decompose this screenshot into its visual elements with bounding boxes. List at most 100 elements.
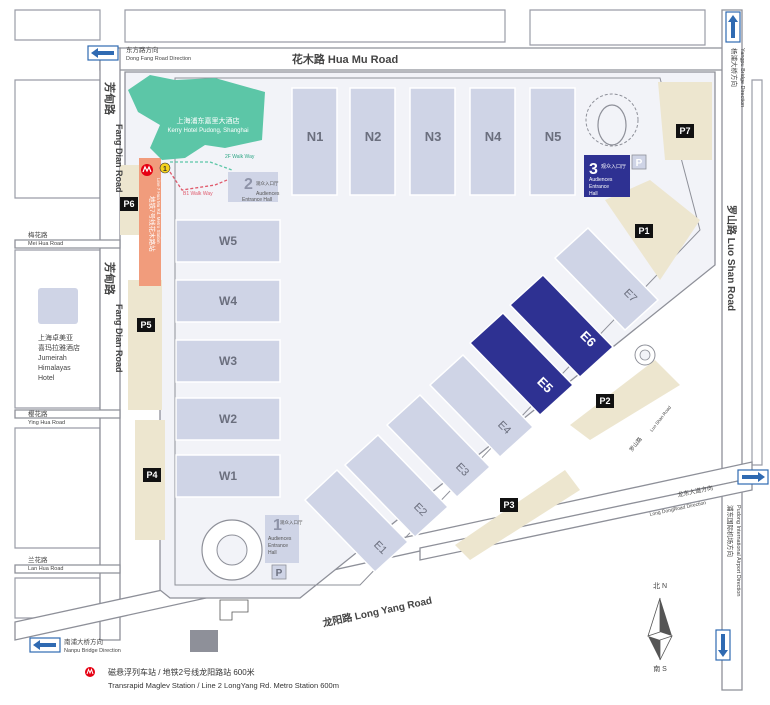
hall-e1[interactable] [303,468,410,574]
parking-badge-p7[interactable] [676,124,694,138]
hall-e2[interactable] [343,433,450,539]
parking-p7-label: P7 [679,126,690,136]
road-lan-hua [14,564,121,574]
hall-group-west: W5 W4 W3 W2 W1 [175,219,281,498]
hall-group-east: E1 E2 E3 E4 E5 E6 E7 [303,226,660,574]
venue-inner-loop [174,77,701,586]
footer-text-cn: 磁悬浮列车站 / 地铁2号线龙阳路站 600米 [108,667,255,677]
hall-w4-label: W4 [219,294,237,308]
entrance-1-label-cn: 观众入口厅 [280,520,303,526]
maglev-station-building [190,630,218,652]
hall-n2[interactable] [349,87,396,196]
entrance-3-number: 3 [589,161,598,178]
hall-n4[interactable] [469,87,516,196]
road-luo-shan-inner-cn: 罗山路 [627,435,644,453]
direction-dong-fang-en: Dong Fang Road Direction [126,56,191,62]
hall-e5[interactable] [468,311,575,417]
entrance-1-label-en3: Hall [268,550,277,556]
hall-w3[interactable] [175,339,281,383]
city-block-northwest [14,9,101,41]
jumeirah-label-en2: Himalayas [38,365,71,372]
parking-symbol-entrance-3-text: P [636,158,643,169]
entrance-1-label-en1: Audiences [268,536,292,542]
north-plaza-circle [585,93,639,147]
jumeirah-hotel-building [38,288,78,324]
parking-badge-p1[interactable] [635,224,653,238]
metro-logo-mark [142,165,152,173]
road-mei-hua-en: Mei Hua Road [28,241,63,247]
metro-station-block [139,158,161,286]
jumeirah-label-en1: Jumeirah [38,355,67,362]
hall-n4-label: N4 [485,129,502,144]
entrance-2-label-cn: 观众入口厅 [256,181,279,187]
entrance-3-label-cn: 观众入口厅 [601,164,626,170]
road-luo-shan-label: 罗山路 Luo Shan Road [725,205,738,311]
entrance-2-number: 2 [244,176,253,193]
parking-p3-label: P3 [503,500,514,510]
entrance-2-label-en1: Audiences [256,191,280,197]
arrow-left-icon [33,640,56,650]
entrance-1-block[interactable] [265,515,299,563]
hall-e3[interactable] [385,393,492,499]
metro-station-label-cn: 地铁7号线花木路站 [148,196,157,252]
entrance-2-block[interactable] [228,172,278,202]
hall-w2[interactable] [175,397,281,441]
arrow-left-icon [91,48,114,58]
hall-n3[interactable] [409,87,456,196]
road-ying-hua-en: Ying Hua Road [28,420,65,426]
parking-badge-p6[interactable] [120,197,138,211]
hall-e7[interactable] [553,226,660,332]
footer-text-en: Transrapid Maglev Station / Line 2 LongY… [108,681,339,690]
compass-south-label: 南 S [653,664,667,673]
hall-e6[interactable] [508,273,615,379]
entrance-2-label-en2: Entrance Hall [242,197,272,203]
parking-badge-p5[interactable] [137,318,155,332]
hall-w4[interactable] [175,279,281,323]
hall-n5[interactable] [529,87,576,196]
compass-needle-south [659,635,673,661]
walkway-b1 [169,171,233,191]
road-fang-dian-mid-cn: 芳甸路 [103,262,117,296]
road-ying-hua-cn: 樱花路 [28,409,48,418]
direction-airport: 浦东国际机场方向 Pudong International Airport Di… [715,469,769,661]
road-mei-hua-cn: 梅花路 [28,230,48,239]
parking-badge-p2[interactable] [596,394,614,408]
parking-badge-p4[interactable] [143,468,161,482]
direction-airport-en: Pudong International Airport Direction [735,505,741,596]
arrow-up-icon [728,15,738,38]
compass-needle-north-light [647,597,661,637]
road-fang-dian-mid-en: Fang Dian Road [114,304,124,373]
direction-nanpu: 南浦大桥方向 Nanpu Bridge Direction [29,637,121,654]
road-luo-shan [721,9,743,691]
parking-p5-label: P5 [140,320,151,330]
hall-n1[interactable] [291,87,338,196]
walkway-b1-label: B1 Walk Way [183,191,213,197]
hall-w5[interactable] [175,219,281,263]
walkway-2f-label: 2F Walk Way [225,154,255,160]
roundabout-south-inner [216,534,248,566]
parking-symbol-entrance-3 [631,154,647,170]
compass-icon: 北 N 南 S [647,582,673,673]
jumeirah-label-en3: Hotel [38,375,55,382]
road-luo-shan-inner-en: Luo Shan Road [649,404,673,432]
footer-metro-icon-mark [86,668,94,675]
direction-airport-cn: 浦东国际机场方向 [726,505,735,557]
direction-nanpu-en: Nanpu Bridge Direction [64,648,121,654]
parking-labels: P1 P2 P3 P4 P5 P6 P7 [120,124,694,512]
road-ying-hua [14,409,121,419]
hall-n2-label: N2 [365,129,382,144]
hall-w1[interactable] [175,454,281,498]
hall-w3-label: W3 [219,354,237,368]
hall-n1-label: N1 [307,129,324,144]
city-block-west-2 [14,249,101,409]
road-long-yang-label: 龙阳路 Long Yang Road [320,594,433,630]
kerry-hotel-label-en: Kerry Hotel Pudong, Shanghai [167,128,248,134]
entrance-3-block[interactable] [584,155,630,197]
city-block-west-1 [14,79,101,199]
road-hua-mu [99,47,726,71]
hall-e4[interactable] [428,353,535,459]
entrance-3-label-en2: Entrance [589,184,609,190]
entrance-3-label-en3: Hall [589,191,598,197]
parking-badge-p3[interactable] [500,498,518,512]
